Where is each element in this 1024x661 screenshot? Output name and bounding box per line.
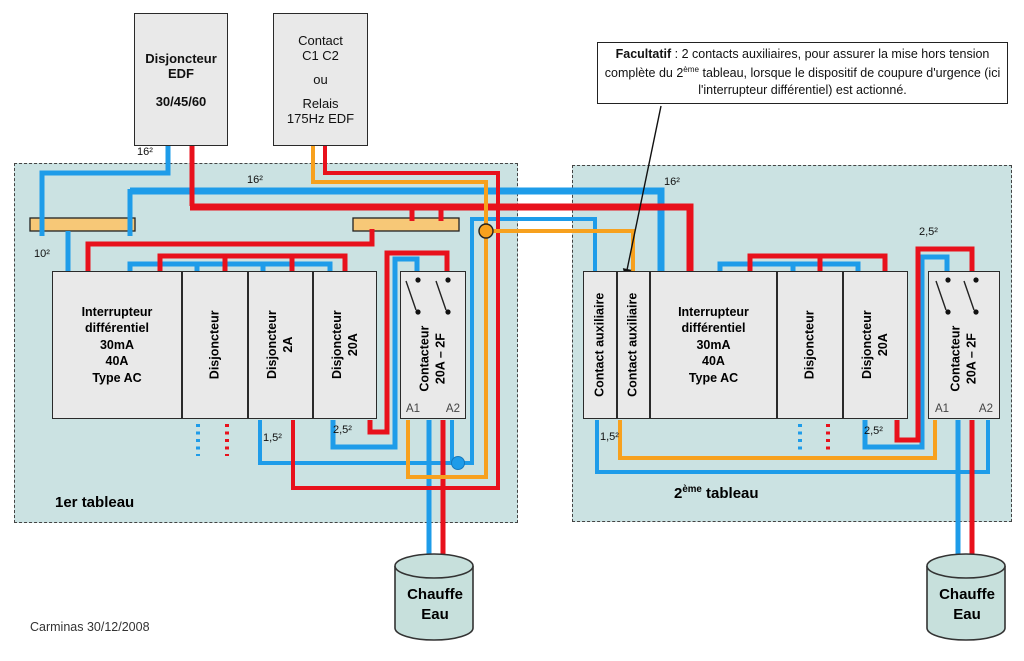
relay-line4: Relais	[302, 96, 339, 111]
note-bold: Facultatif	[615, 46, 672, 61]
water-heater-left-label: Chauffe Eau	[397, 585, 473, 626]
p1-contactor: Contacteur 20A – 2F A1 A2	[400, 271, 466, 419]
gauge-10: 10²	[34, 248, 50, 260]
p1-breaker-1-label: Disjoncteur	[207, 310, 222, 380]
gauge-25-p1: 2,5²	[333, 424, 352, 436]
p1-breaker-2a: Disjoncteur 2A	[248, 271, 313, 419]
p2-contactor: Contacteur 20A – 2F A1 A2	[928, 271, 1000, 419]
note-body2: tableau, lorsque le dispositif de coupur…	[698, 65, 1001, 98]
p1-mb-line: Type AC	[92, 370, 142, 385]
p2-mb-line: différentiel	[681, 321, 746, 336]
p1-breaker-1: Disjoncteur	[182, 271, 248, 419]
edf-line3: 30/45/60	[155, 93, 207, 109]
p1-mb-line: différentiel	[85, 321, 149, 336]
p1-contactor-rating: 20A – 2F	[433, 333, 448, 385]
p2-mb-line: Interrupteur	[678, 304, 749, 319]
gauge-16-bus: 16²	[247, 174, 263, 186]
p2-aux-contact-2-label: Contact auxiliaire	[625, 292, 640, 398]
gauge-16-p2: 16²	[664, 176, 680, 188]
heater-line2: Eau	[953, 606, 981, 624]
p2-aux-contact-1-label: Contact auxiliaire	[592, 292, 607, 398]
p1-breaker-20a-rating: 20A	[345, 333, 360, 357]
p1-breaker-2a-rating: 2A	[280, 337, 295, 353]
tariff-relay-box: Contact C1 C2 ou Relais 175Hz EDF	[273, 13, 368, 146]
p2-breaker-1-label: Disjoncteur	[802, 310, 817, 380]
p1-breaker-2a-label: Disjoncteur	[264, 310, 279, 380]
panel2-title-prefix: 2	[674, 485, 683, 502]
relay-line5: 175Hz EDF	[286, 111, 355, 126]
p2-terminal-a2: A2	[978, 403, 993, 415]
p1-breaker-20a: Disjoncteur 20A	[313, 271, 377, 419]
p1-terminal-a2: A2	[445, 403, 460, 415]
panel2-title-rest: tableau	[701, 485, 759, 502]
heater-line1: Chauffe	[407, 586, 463, 603]
note-sup: ème	[683, 64, 700, 74]
p2-terminal-a1: A1	[935, 403, 950, 415]
p2-mb-line: Type AC	[688, 370, 739, 385]
p1-differential-switch: Interrupteur différentiel 30mA 40A Type …	[52, 271, 182, 419]
heater-line1: Chauffe	[939, 586, 995, 603]
gauge-15-p1: 1,5²	[263, 432, 282, 444]
relay-line1: Contact	[298, 33, 343, 48]
p2-contactor-switches-icon	[935, 277, 979, 315]
panel1-title: 1er tableau	[55, 494, 135, 511]
gauge-25-p2-bottom: 2,5²	[864, 425, 883, 437]
p1-contactor-label: Contacteur	[417, 326, 432, 392]
p2-breaker-20a-rating: 20A	[875, 333, 890, 357]
p1-mb-line: 30mA	[99, 337, 135, 352]
edf-breaker-box: Disjoncteur EDF 30/45/60	[134, 13, 228, 146]
p2-breaker-20a: Disjoncteur 20A	[843, 271, 908, 419]
p1-terminal-a1: A1	[406, 403, 421, 415]
p1-mb-line: 40A	[105, 354, 129, 369]
relay-line3: ou	[313, 72, 328, 87]
gauge-15-p2: 1,5²	[600, 431, 619, 443]
p2-mb-line: 30mA	[696, 337, 731, 352]
edf-line2: EDF	[168, 65, 194, 81]
p1-breaker-20a-label: Disjoncteur	[329, 310, 344, 380]
p2-differential-switch: Interrupteur différentiel 30mA 40A Type …	[650, 271, 777, 419]
p1-mb-line: Interrupteur	[81, 304, 153, 319]
panel2-title-sup: ème	[682, 484, 702, 495]
p2-contactor-rating: 20A – 2F	[963, 333, 978, 385]
p2-breaker-1: Disjoncteur	[777, 271, 843, 419]
gauge-25-p2-top: 2,5²	[919, 226, 938, 238]
note-body1: : 2 contacts auxiliaires, pour assurer l…	[604, 46, 990, 80]
p2-breaker-20a-label: Disjoncteur	[859, 310, 874, 380]
p2-mb-line: 40A	[702, 354, 725, 369]
heater-line2: Eau	[421, 606, 449, 624]
edf-line1: Disjoncteur	[145, 50, 217, 66]
p2-contactor-label: Contacteur	[948, 326, 963, 392]
optional-note: Facultatif : 2 contacts auxiliaires, pou…	[597, 42, 1008, 104]
gauge-16-edf: 16²	[137, 146, 153, 158]
author-credit: Carminas 30/12/2008	[30, 620, 150, 634]
water-heater-right-label: Chauffe Eau	[929, 585, 1005, 626]
p1-contactor-switches-icon	[405, 277, 451, 315]
p2-aux-contact-1: Contact auxiliaire	[583, 271, 617, 419]
panel2-title: 2ème tableau	[674, 484, 759, 502]
relay-line2: C1 C2	[302, 48, 339, 63]
p2-aux-contact-2: Contact auxiliaire	[617, 271, 650, 419]
